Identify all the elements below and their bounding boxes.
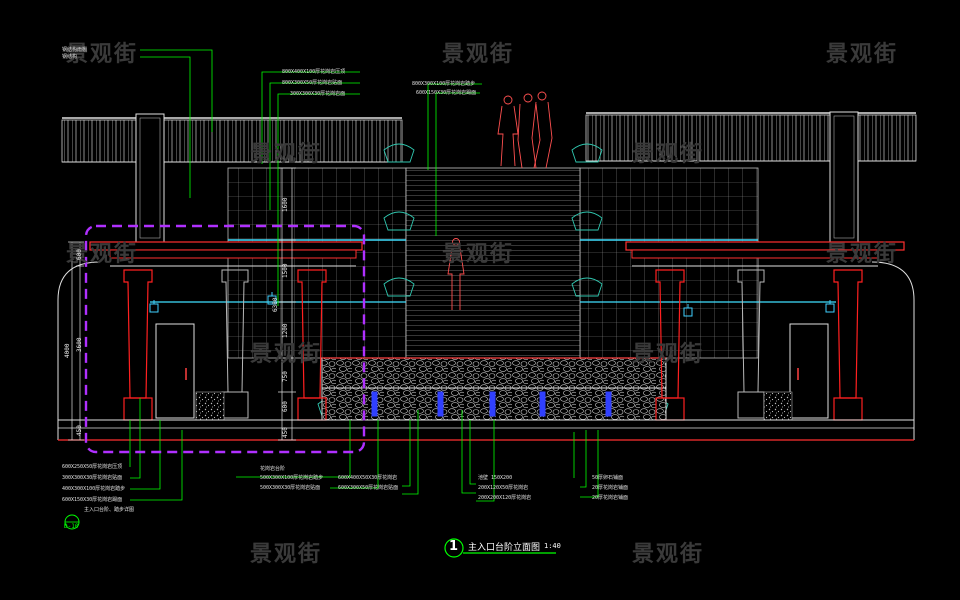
annotation: 600X300X50厚花岗岩贴面 bbox=[338, 485, 399, 491]
watermark: 景观街 bbox=[826, 242, 899, 267]
annotation: 600X400X50X30厚花岗岩 bbox=[338, 475, 398, 481]
watermark: 景观街 bbox=[66, 242, 139, 267]
section-ref-symbol bbox=[64, 514, 80, 530]
annotation: 钢结构 bbox=[62, 54, 78, 60]
annotation: 600X150X30厚花岗岩踢面 bbox=[62, 497, 123, 503]
dimension-label: 450 bbox=[76, 425, 83, 436]
water-jets bbox=[371, 391, 612, 417]
watermark: 景观街 bbox=[442, 42, 515, 67]
dimension-label: 600 bbox=[76, 249, 83, 260]
dimension-label: 600 bbox=[282, 401, 289, 412]
left-door bbox=[155, 323, 195, 419]
dimension-label: 1200 bbox=[282, 323, 289, 338]
left-tile-wall bbox=[227, 167, 407, 359]
right-gravel-bed bbox=[763, 391, 793, 421]
red-columns bbox=[123, 269, 863, 421]
left-gravel-bed bbox=[195, 391, 225, 421]
dimension-label: 1500 bbox=[282, 263, 289, 278]
left-tall-pillar bbox=[135, 113, 165, 243]
dimension-label: 4000 bbox=[64, 343, 71, 358]
annotation: 600X250X50厚花岗岩压顶 bbox=[62, 464, 123, 470]
watermark: 景观街 bbox=[250, 342, 323, 367]
watermark: 景观街 bbox=[66, 42, 139, 67]
drawing-number: 1 bbox=[449, 539, 459, 554]
dimension-label: 3600 bbox=[76, 337, 83, 352]
wall-lamps bbox=[149, 292, 835, 317]
section-ref-number: D-10 bbox=[64, 523, 79, 530]
watermark: 景观街 bbox=[250, 142, 323, 167]
annotation: 500X300X100厚花岗岩踏步 bbox=[260, 475, 324, 481]
left-arch bbox=[57, 261, 101, 440]
leader-lines bbox=[129, 49, 599, 502]
highlight-detail-box bbox=[84, 224, 366, 454]
dimension-label: 750 bbox=[282, 371, 289, 382]
annotation: 800X300X50厚花岗岩贴面 bbox=[282, 80, 343, 86]
watermark: 景观街 bbox=[442, 242, 515, 267]
right-pergola bbox=[625, 241, 905, 267]
human-figures bbox=[447, 91, 553, 310]
right-tall-pillar bbox=[829, 111, 859, 243]
annotation: 300X300X30厚花岗岩贴面 bbox=[62, 475, 123, 481]
left-pergola bbox=[89, 241, 363, 267]
dimension-label: 6300 bbox=[272, 297, 279, 312]
left-upper-railing bbox=[61, 117, 403, 163]
right-upper-railing bbox=[585, 112, 917, 162]
ground-lines bbox=[58, 419, 914, 441]
central-staircase bbox=[405, 167, 581, 359]
annotation: 500X300X30厚花岗岩贴面 bbox=[260, 485, 321, 491]
watermark: 景观街 bbox=[632, 342, 705, 367]
annotation: 钢结构雨棚 bbox=[62, 47, 88, 53]
watermark: 景观街 bbox=[632, 142, 705, 167]
annotation: 200X120X50厚花岗岩 bbox=[478, 485, 529, 491]
section-ref-label: 主入口台阶、踏步详图 bbox=[84, 507, 135, 513]
annotation: 200X200X120厚花岗岩 bbox=[478, 495, 532, 501]
right-arch bbox=[871, 261, 915, 440]
watermark: 景观街 bbox=[632, 542, 705, 567]
annotation: 600X150X30厚花岗岩踢面 bbox=[416, 90, 477, 96]
right-tile-wall bbox=[579, 167, 759, 359]
annotation: 花岗岩台阶 bbox=[260, 466, 286, 472]
annotation: 800X300X100厚花岗岩踏步 bbox=[412, 81, 476, 87]
annotation: 20厚花岗岩铺面 bbox=[592, 495, 629, 501]
annotation: 池壁 150X200 bbox=[478, 475, 513, 481]
center-dimension-lines bbox=[278, 167, 296, 441]
left-dimension-lines bbox=[68, 241, 84, 441]
drawing-title-symbol bbox=[444, 538, 556, 558]
dimension-label: 450 bbox=[282, 427, 289, 438]
watermark: 景观街 bbox=[826, 42, 899, 67]
annotation: 300X300X30厚花岗岩面 bbox=[290, 91, 346, 97]
annotation: 20厚花岗岩铺面 bbox=[592, 485, 629, 491]
drawing-title: 主入口台阶立面图 bbox=[468, 543, 541, 553]
annotation: 50厚卵石铺面 bbox=[592, 475, 624, 481]
annotation: 400X300X100厚花岗岩踏步 bbox=[62, 486, 126, 492]
dimension-label: 1600 bbox=[282, 197, 289, 212]
annotation: 800X400X100厚花岗岩压顶 bbox=[282, 69, 346, 75]
watermark: 景观街 bbox=[250, 542, 323, 567]
right-door bbox=[789, 323, 829, 419]
drawing-scale: 1:40 bbox=[544, 542, 561, 550]
